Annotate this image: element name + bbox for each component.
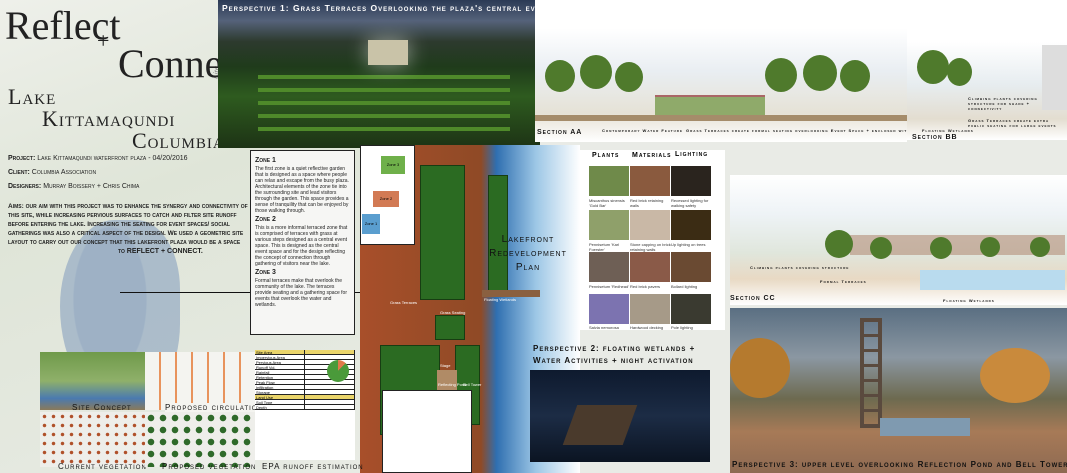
zone-1-key: Zone 1 xyxy=(362,214,380,234)
aims-end: to REFLECT + CONNECT. xyxy=(118,248,203,255)
epa-row-label: Impervious Area xyxy=(255,355,305,359)
aims-text: our aim with this project was to enhance… xyxy=(8,203,248,246)
epa-row-label: Infiltration xyxy=(255,385,305,389)
stage xyxy=(368,40,408,65)
zone-1-title: Zone 1 xyxy=(255,157,276,164)
aims-label: Aims: xyxy=(8,203,24,210)
epa-table: Site Area Impervious Area Pervious Area … xyxy=(255,350,355,460)
caption-material-2: Stone capping on brick retaining walls xyxy=(630,242,671,252)
caption-material-3: Red brick pavers xyxy=(630,284,661,289)
designers-label: Designers: xyxy=(8,183,42,190)
perspective-1-caption: Perspective 1: Grass Terraces Overlookin… xyxy=(222,3,580,13)
epa-row-label: Retention xyxy=(255,375,305,379)
client-label: Client: xyxy=(8,169,30,176)
circulation-label: Proposed circulation xyxy=(165,403,263,412)
zone-2-key: Zone 2 xyxy=(373,191,399,207)
plan-title-2: Redevelopment xyxy=(489,248,567,259)
section-aa-label-2: Grass Terraces create formal seating ove… xyxy=(686,128,936,133)
epa-pie-chart xyxy=(327,360,349,382)
zone-2-title: Zone 2 xyxy=(255,216,276,223)
section-bb xyxy=(907,0,1067,140)
section-cc-label-3: Floating Wetlands xyxy=(943,298,995,303)
header-lighting: Lighting xyxy=(675,151,709,158)
designers-value: Murray Boissery + Chris Chima xyxy=(43,183,140,190)
section-cc-label-1: Climbing plants covering structure xyxy=(750,265,850,270)
caption-plant-2: Pennisetum 'Karl Foerster' xyxy=(589,242,620,252)
plan-label-4: Bell Tower xyxy=(463,382,482,387)
current-vegetation-label: Current vegetation xyxy=(58,462,147,471)
plan-label-1: Grass Seating xyxy=(440,310,466,315)
epa-row-label: Depth xyxy=(255,405,305,409)
caption-lighting-3: Bollard lighting xyxy=(671,284,698,289)
client-value: Columbia Association xyxy=(31,169,97,176)
section-cc-label-2: Formal Terraces xyxy=(820,279,867,284)
zone-1-text: The first zone is a quiet reflective gar… xyxy=(255,166,349,214)
epa-row-label: Soil Type xyxy=(255,400,305,404)
project-value: Lake Kittamaqundi waterfront plaza - 04/… xyxy=(37,155,188,162)
plan-title-1: Lakefront xyxy=(501,234,555,245)
section-bb-label-3: Climbing plants covering structure for s… xyxy=(968,96,1038,111)
caption-lighting-1: Recessed lighting for walking safety xyxy=(671,198,709,208)
project-label: Project: xyxy=(8,155,36,162)
title-columbia: Columbia xyxy=(132,128,225,153)
leader-line xyxy=(120,292,360,293)
plan-title-3: Plan xyxy=(515,262,541,273)
caption-plant-4: Salvia nemorosa xyxy=(589,325,619,330)
caption-lighting-4: Pole lighting xyxy=(671,325,693,330)
caption-material-4: Hardwood decking xyxy=(630,325,664,330)
section-cc xyxy=(730,175,1067,305)
zone-3-title: Zone 3 xyxy=(255,269,276,276)
caption-plant-1: Miscanthus sinensis 'Gold Bar' xyxy=(589,198,625,208)
epa-row-label: Land Use xyxy=(255,395,305,399)
perspective-3-image xyxy=(730,308,1067,473)
circulation-diagram xyxy=(145,352,255,410)
epa-row-label: Runoff Vol. xyxy=(255,365,305,369)
current-vegetation-diagram xyxy=(40,412,145,467)
materials-palette: Plants Materials Lighting Miscanthus sin… xyxy=(580,150,725,330)
plan-label-3: Reflecting Pond xyxy=(438,382,467,387)
section-bb-title: Section BB xyxy=(912,134,958,141)
bell-tower xyxy=(860,318,882,428)
section-aa-label-1: Contemporary Water Feature xyxy=(602,128,683,133)
title-kittamaqundi: Kittamaqundi xyxy=(42,106,176,131)
section-aa xyxy=(535,0,907,142)
title-reflect: Reflect xyxy=(5,3,121,48)
caption-lighting-2: Up lighting on trees xyxy=(671,242,706,247)
caption-plant-3: Pennisetum 'Redhead' xyxy=(589,284,629,289)
section-bb-label-2: Floating Wetlands xyxy=(922,128,974,133)
plan-blank-box xyxy=(382,390,472,473)
epa-row-label: Rainfall xyxy=(255,370,305,374)
section-bb-label-1: Grass Terraces create extra public seati… xyxy=(968,118,1057,128)
epa-row-label: Pervious Area xyxy=(255,360,305,364)
zones-description: Zone 1 The first zone is a quiet reflect… xyxy=(250,150,355,335)
perspective-2-image xyxy=(530,370,710,462)
zone-2-text: This is a more informal terraced zone th… xyxy=(255,225,348,267)
plan-label-2: Stage xyxy=(440,363,451,368)
title-lake: Lake xyxy=(8,84,57,109)
epa-row-label: Peak Flow xyxy=(255,380,305,384)
caption-material-1: Red brick retaining walls xyxy=(630,198,664,208)
site-concept-label: Site Concept xyxy=(72,403,132,412)
epa-label: EPA runoff estimation xyxy=(262,462,364,471)
plan-label-5: Floating Wetlands xyxy=(484,297,516,302)
plan-label-0: Grass Terraces xyxy=(390,300,418,305)
section-cc-title: Section CC xyxy=(730,295,776,302)
perspective-1-image xyxy=(218,0,540,148)
zone-3-key: Zone 3 xyxy=(381,156,405,174)
project-info: Project: Lake Kittamaqundi waterfront pl… xyxy=(8,154,253,257)
proposed-vegetation-diagram xyxy=(145,412,255,467)
section-aa-title: Section AA xyxy=(537,129,583,136)
proposed-vegetation-label: Proposed vegetation xyxy=(162,462,257,471)
title-plus: + xyxy=(97,28,110,53)
zone-3-text: Formal terraces make that overlook the c… xyxy=(255,278,348,308)
epa-row-label: Storage xyxy=(255,390,305,394)
header-materials: Materials xyxy=(632,152,672,159)
header-plants: Plants xyxy=(592,152,620,159)
epa-row-label: Site Area xyxy=(255,350,305,354)
perspective-2-caption: Perspective 2: floating wetlands + Water… xyxy=(533,344,696,365)
perspective-3-caption: Perspective 3: upper level overlooking R… xyxy=(732,460,1067,469)
site-concept-diagram xyxy=(40,352,145,410)
